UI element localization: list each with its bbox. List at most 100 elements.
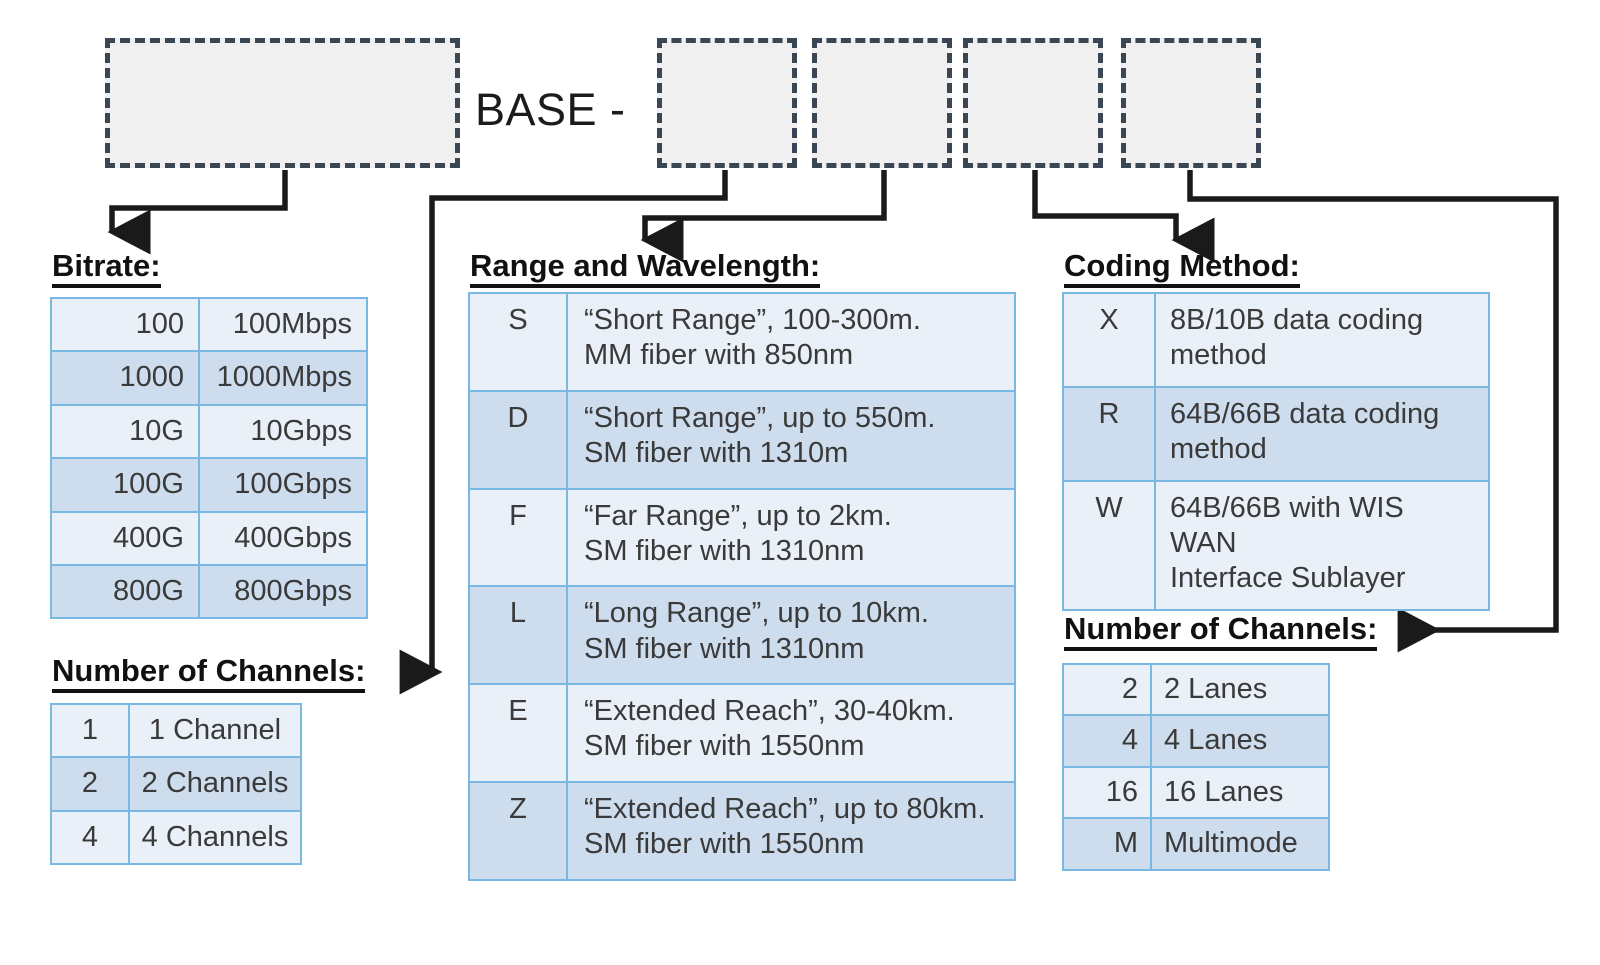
lane-code: 2 bbox=[1062, 662, 1152, 717]
coding-method-table: X 8B/10B data coding method R 64B/66B da… bbox=[1062, 292, 1490, 611]
range-desc-line2: SM fiber with 1310nm bbox=[584, 534, 865, 567]
lane-value: 16 Lanes bbox=[1150, 765, 1330, 820]
dashed-box-channels-slot-a[interactable] bbox=[963, 38, 1103, 168]
range-desc-line2: SM fiber with 1310m bbox=[584, 437, 849, 470]
lane-code: 4 bbox=[1062, 714, 1152, 768]
lane-value: 2 Lanes bbox=[1150, 662, 1330, 717]
range-desc-line2: SM fiber with 1550nm bbox=[584, 828, 865, 861]
table-row: 4 4 Lanes bbox=[1062, 714, 1330, 768]
coding-desc-line1: 64B/66B data coding bbox=[1170, 397, 1440, 430]
bitrate-value: 10Gbps bbox=[198, 403, 368, 460]
coding-code: W bbox=[1062, 479, 1156, 611]
coding-desc: 64B/66B data coding method bbox=[1154, 385, 1490, 482]
table-row: 2 2 Channels bbox=[50, 756, 302, 812]
range-desc-line1: “Short Range”, 100-300m. bbox=[584, 304, 921, 336]
range-desc-line1: “Short Range”, up to 550m. bbox=[584, 401, 936, 434]
table-row: 10G 10Gbps bbox=[50, 403, 368, 460]
bitrate-value: 100Gbps bbox=[198, 457, 368, 513]
table-row: F “Far Range”, up to 2km. SM fiber with … bbox=[468, 487, 1016, 588]
range-desc-line1: “Extended Reach”, up to 80km. bbox=[584, 792, 986, 825]
range-code: F bbox=[468, 487, 568, 588]
table-row: 16 16 Lanes bbox=[1062, 765, 1330, 820]
bitrate-code: 400G bbox=[50, 510, 200, 566]
range-desc: “Long Range”, up to 10km. SM fiber with … bbox=[566, 585, 1016, 685]
wire-to-bitrate bbox=[107, 170, 288, 255]
bitrate-value: 1000Mbps bbox=[198, 350, 368, 406]
table-row: Z “Extended Reach”, up to 80km. SM fiber… bbox=[468, 780, 1016, 881]
range-wavelength-table: S “Short Range”, 100-300m. MM fiber with… bbox=[468, 292, 1016, 881]
coding-desc-line2: method bbox=[1170, 433, 1267, 466]
lane-code: M bbox=[1062, 817, 1152, 871]
table-row: 2 2 Lanes bbox=[1062, 662, 1330, 717]
channel-value: 4 Channels bbox=[128, 809, 302, 866]
table-row: M Multimode bbox=[1062, 817, 1330, 871]
base-text-label: BASE - bbox=[475, 84, 626, 135]
dashed-box-coding-slot[interactable] bbox=[812, 38, 952, 168]
table-row: E “Extended Reach”, 30-40km. SM fiber wi… bbox=[468, 683, 1016, 783]
table-row: R 64B/66B data coding method bbox=[1062, 385, 1490, 482]
heading-bitrate: Bitrate: bbox=[52, 249, 161, 288]
heading-channels-right: Number of Channels: bbox=[1064, 612, 1378, 651]
range-desc: “Short Range”, 100-300m. MM fiber with 8… bbox=[566, 292, 1016, 392]
coding-desc-line2: Interface Sublayer bbox=[1170, 562, 1406, 595]
bitrate-code: 10G bbox=[50, 403, 200, 460]
range-desc-line2: SM fiber with 1550nm bbox=[584, 730, 865, 763]
channels-left-table: 1 1 Channel 2 2 Channels 4 4 Channels bbox=[50, 702, 302, 866]
bitrate-value: 400Gbps bbox=[198, 510, 368, 566]
range-desc-line1: “Extended Reach”, 30-40km. bbox=[584, 695, 955, 727]
range-desc: “Far Range”, up to 2km. SM fiber with 13… bbox=[566, 487, 1016, 588]
range-desc: “Extended Reach”, 30-40km. SM fiber with… bbox=[566, 683, 1016, 783]
bitrate-value: 100Mbps bbox=[198, 296, 368, 353]
channel-value: 1 Channel bbox=[128, 702, 302, 759]
lane-code: 16 bbox=[1062, 765, 1152, 820]
dashed-box-range-slot[interactable] bbox=[657, 38, 797, 168]
table-row: W 64B/66B with WIS WAN Interface Sublaye… bbox=[1062, 479, 1490, 611]
lane-value: 4 Lanes bbox=[1150, 714, 1330, 768]
table-row: 1000 1000Mbps bbox=[50, 350, 368, 406]
dashed-box-channels-slot-b[interactable] bbox=[1121, 38, 1261, 168]
table-row: S “Short Range”, 100-300m. MM fiber with… bbox=[468, 292, 1016, 392]
bitrate-code: 100 bbox=[50, 296, 200, 353]
table-row: 400G 400Gbps bbox=[50, 510, 368, 566]
table-row: D “Short Range”, up to 550m. SM fiber wi… bbox=[468, 389, 1016, 490]
channel-code: 1 bbox=[50, 702, 130, 759]
table-row: 1 1 Channel bbox=[50, 702, 302, 759]
lane-value: Multimode bbox=[1150, 817, 1330, 871]
range-desc-line2: MM fiber with 850nm bbox=[584, 339, 854, 372]
table-row: 100G 100Gbps bbox=[50, 457, 368, 513]
coding-desc: 64B/66B with WIS WAN Interface Sublayer bbox=[1154, 479, 1490, 611]
coding-code: R bbox=[1062, 385, 1156, 482]
range-code: E bbox=[468, 683, 568, 783]
range-code: L bbox=[468, 585, 568, 685]
range-code: D bbox=[468, 389, 568, 490]
range-desc-line1: “Far Range”, up to 2km. bbox=[584, 499, 892, 532]
table-row: L “Long Range”, up to 10km. SM fiber wit… bbox=[468, 585, 1016, 685]
bitrate-code: 800G bbox=[50, 563, 200, 620]
table-row: 4 4 Channels bbox=[50, 809, 302, 866]
coding-desc-line1: 8B/10B data coding bbox=[1170, 304, 1424, 336]
wire-to-range bbox=[640, 170, 887, 263]
coding-desc-line2: method bbox=[1170, 339, 1267, 372]
channel-code: 2 bbox=[50, 756, 130, 812]
heading-range: Range and Wavelength: bbox=[470, 249, 821, 288]
coding-desc-line1: 64B/66B with WIS WAN bbox=[1170, 491, 1404, 559]
bitrate-table: 100 100Mbps 1000 1000Mbps 10G 10Gbps 100… bbox=[50, 296, 368, 620]
coding-desc: 8B/10B data coding method bbox=[1154, 292, 1490, 388]
range-desc-line1: “Long Range”, up to 10km. bbox=[584, 597, 929, 630]
channel-value: 2 Channels bbox=[128, 756, 302, 812]
dashed-box-bitrate-slot[interactable] bbox=[105, 38, 460, 168]
range-desc-line2: SM fiber with 1310nm bbox=[584, 632, 865, 665]
coding-code: X bbox=[1062, 292, 1156, 388]
heading-channels-left: Number of Channels: bbox=[52, 654, 366, 693]
bitrate-code: 100G bbox=[50, 457, 200, 513]
channels-right-table: 2 2 Lanes 4 4 Lanes 16 16 Lanes M Multim… bbox=[1062, 662, 1330, 871]
channel-code: 4 bbox=[50, 809, 130, 866]
heading-coding: Coding Method: bbox=[1064, 249, 1300, 288]
range-desc: “Extended Reach”, up to 80km. SM fiber w… bbox=[566, 780, 1016, 881]
range-code: S bbox=[468, 292, 568, 392]
range-code: Z bbox=[468, 780, 568, 881]
table-row: X 8B/10B data coding method bbox=[1062, 292, 1490, 388]
bitrate-value: 800Gbps bbox=[198, 563, 368, 620]
range-desc: “Short Range”, up to 550m. SM fiber with… bbox=[566, 389, 1016, 490]
